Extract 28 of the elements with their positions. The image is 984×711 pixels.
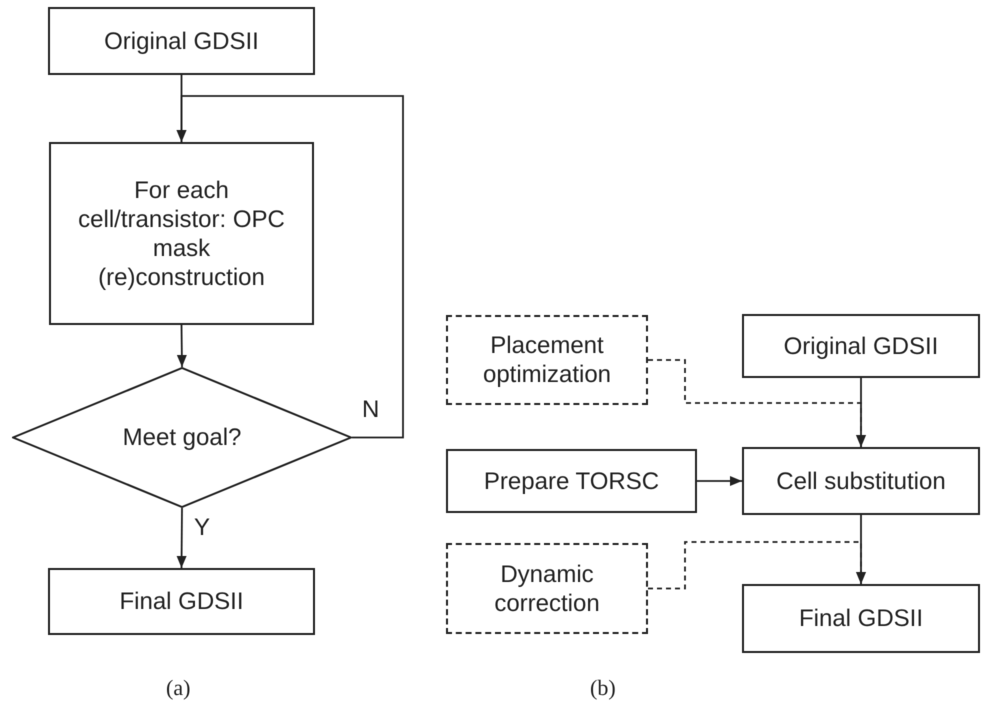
subfigure-label: (b) (590, 675, 616, 701)
arrow (697, 476, 742, 486)
node-text: Meet goal? (122, 423, 242, 452)
node-text: Cell substitution (776, 466, 946, 496)
arrow (856, 378, 866, 447)
node-text: Final GDSII (119, 587, 244, 616)
decision-diamond (12, 367, 352, 508)
arrow (176, 508, 187, 568)
node-text: Original GDSII (784, 332, 938, 360)
node-text: For each cell/transistor: OPC mask (re)construction (77, 176, 286, 292)
process-box (742, 447, 980, 515)
arrow (176, 325, 187, 367)
arrow (176, 95, 404, 438)
subfigure-label: (a) (166, 675, 190, 701)
node-text: Prepare TORSC (484, 466, 660, 496)
process-box (742, 584, 980, 653)
arrow (648, 541, 866, 590)
process-box (446, 449, 697, 513)
optional-step-box (446, 543, 648, 634)
node-text: Dynamic correction (493, 560, 601, 618)
process-box (48, 7, 315, 75)
optional-step-box (446, 315, 648, 405)
process-box (742, 314, 980, 378)
process-box (48, 568, 315, 635)
process-box (49, 142, 314, 325)
node-text: Placement optimization (482, 331, 612, 389)
node-text: Final GDSII (798, 604, 924, 633)
node-text: Original GDSII (104, 26, 259, 56)
